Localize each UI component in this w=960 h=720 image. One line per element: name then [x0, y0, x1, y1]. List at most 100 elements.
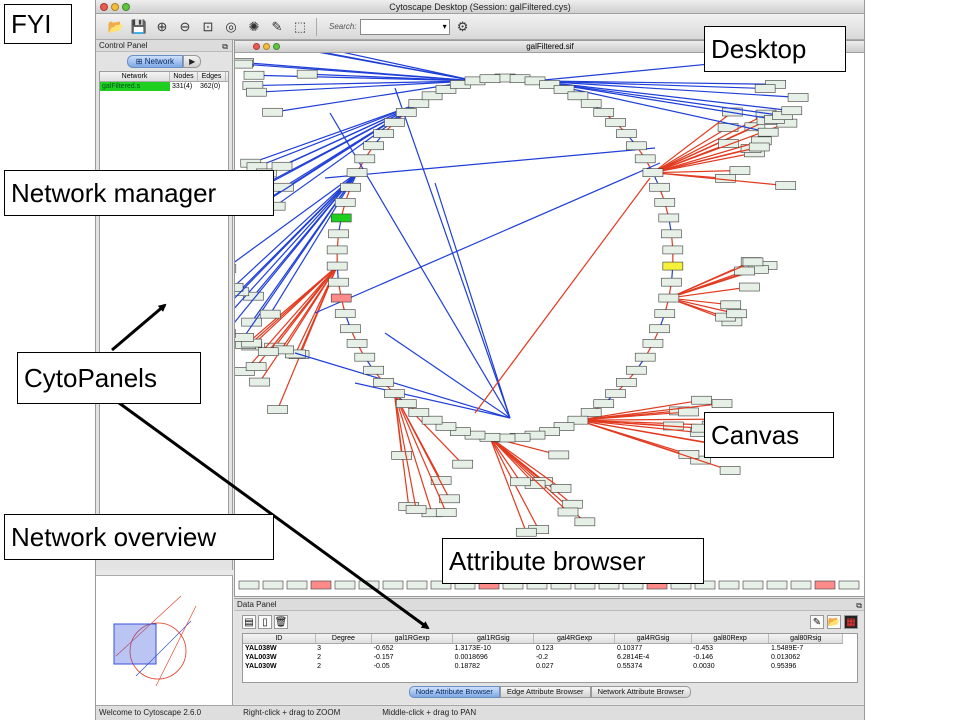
network-node[interactable] — [235, 264, 237, 273]
network-node[interactable] — [235, 367, 255, 376]
network-node[interactable] — [694, 580, 716, 590]
network-node[interactable] — [626, 141, 647, 151]
network-node[interactable] — [678, 450, 700, 459]
network-node[interactable] — [326, 245, 348, 255]
network-row[interactable]: galFiltered.s 331(4) 362(0) — [100, 82, 228, 91]
network-node[interactable] — [661, 277, 682, 287]
network-node[interactable] — [790, 580, 812, 590]
network-node[interactable] — [719, 466, 741, 475]
network-node[interactable] — [711, 399, 733, 408]
open-icon[interactable]: 📂 — [107, 18, 125, 34]
network-node[interactable] — [787, 93, 809, 102]
tab-network[interactable]: ⊞ Network — [126, 55, 184, 68]
attribute-editor-icon[interactable]: ✎ — [810, 615, 824, 629]
network-node[interactable] — [406, 580, 428, 590]
tab-edge-attribute-browser[interactable]: Edge Attribute Browser — [499, 686, 591, 698]
network-node[interactable] — [766, 580, 788, 590]
network-node[interactable] — [257, 347, 279, 357]
import-attributes-icon[interactable]: 📂 — [827, 615, 841, 629]
close-window-button[interactable] — [100, 3, 108, 11]
network-node[interactable] — [346, 168, 368, 178]
network-node[interactable] — [395, 399, 417, 408]
attribute-column-header[interactable]: gal80Rexp — [691, 634, 770, 644]
network-node[interactable] — [662, 261, 684, 271]
network-node[interactable] — [421, 415, 443, 425]
network-node[interactable] — [726, 309, 748, 319]
network-node[interactable] — [340, 324, 361, 334]
network-node[interactable] — [382, 580, 404, 590]
attribute-column-header[interactable]: Degree — [315, 634, 373, 644]
network-node[interactable] — [249, 377, 270, 387]
maximize-network-button[interactable] — [273, 43, 280, 50]
network-name-cell[interactable]: galFiltered.s — [100, 82, 170, 91]
network-node[interactable] — [718, 139, 739, 148]
network-node[interactable] — [626, 365, 647, 375]
network-node[interactable] — [245, 87, 267, 97]
network-node[interactable] — [243, 291, 264, 301]
network-overview[interactable] — [96, 575, 233, 710]
network-node[interactable] — [405, 505, 427, 514]
network-canvas[interactable] — [235, 53, 865, 597]
network-node[interactable] — [539, 80, 560, 89]
zoom-in-icon[interactable]: ⊕ — [156, 18, 168, 34]
new-attribute-icon[interactable]: ▯ — [258, 615, 272, 629]
network-node[interactable] — [235, 283, 244, 292]
network-node[interactable] — [580, 408, 602, 417]
network-node[interactable] — [574, 517, 596, 527]
vizmapper-icon[interactable]: ✎ — [271, 18, 283, 34]
network-node[interactable] — [593, 399, 615, 408]
network-node[interactable] — [742, 580, 764, 590]
network-node[interactable] — [649, 324, 670, 334]
search-input[interactable]: ▾ — [359, 18, 450, 35]
select-attributes-icon[interactable]: ▤ — [242, 615, 256, 629]
overview-viewport[interactable] — [113, 623, 157, 665]
network-node[interactable] — [580, 99, 602, 108]
network-node[interactable] — [391, 451, 413, 460]
network-node[interactable] — [734, 266, 755, 276]
network-node[interactable] — [742, 257, 764, 267]
network-node[interactable] — [634, 352, 656, 362]
network-node[interactable] — [262, 107, 283, 117]
network-node[interactable] — [363, 141, 384, 151]
attribute-column-header[interactable]: gal4RGsig — [614, 634, 692, 644]
network-node[interactable] — [408, 99, 430, 108]
network-node[interactable] — [720, 300, 742, 310]
attribute-column-header[interactable]: ID — [243, 634, 316, 644]
network-node[interactable] — [421, 91, 443, 101]
network-node[interactable] — [238, 580, 260, 590]
network-node[interactable] — [654, 198, 676, 207]
column-header-edges[interactable]: Edges — [198, 72, 226, 81]
network-node[interactable] — [715, 174, 736, 183]
network-node[interactable] — [395, 108, 417, 117]
network-node[interactable] — [373, 378, 394, 387]
network-node[interactable] — [435, 85, 457, 94]
network-node[interactable] — [616, 129, 637, 138]
column-header-nodes[interactable]: Nodes — [170, 72, 198, 81]
network-node[interactable] — [328, 277, 349, 287]
network-node[interactable] — [439, 494, 460, 504]
minimize-window-button[interactable] — [111, 3, 119, 11]
network-node[interactable] — [678, 407, 699, 417]
network-node[interactable] — [567, 415, 589, 425]
network-node[interactable] — [781, 106, 803, 116]
zoom-out-icon[interactable]: ⊖ — [179, 18, 191, 34]
network-node[interactable] — [262, 580, 284, 590]
attribute-column-header[interactable]: gal1RGexp — [371, 634, 454, 644]
network-node[interactable] — [690, 455, 712, 465]
network-node[interactable] — [267, 405, 288, 414]
network-node[interactable] — [775, 181, 797, 190]
float-panel-icon[interactable]: ⧉ — [222, 42, 228, 51]
network-node[interactable] — [661, 229, 682, 239]
network-node[interactable] — [605, 389, 626, 398]
network-node[interactable] — [330, 293, 352, 303]
network-node[interactable] — [515, 527, 537, 537]
network-node[interactable] — [662, 245, 684, 255]
network-node[interactable] — [553, 422, 575, 431]
tab-more-button[interactable]: ▶ — [183, 55, 202, 68]
zoom-window-button[interactable] — [122, 3, 130, 11]
network-node[interactable] — [567, 91, 589, 101]
network-node[interactable] — [450, 427, 471, 436]
network-node[interactable] — [334, 309, 356, 318]
close-network-button[interactable] — [253, 43, 260, 50]
